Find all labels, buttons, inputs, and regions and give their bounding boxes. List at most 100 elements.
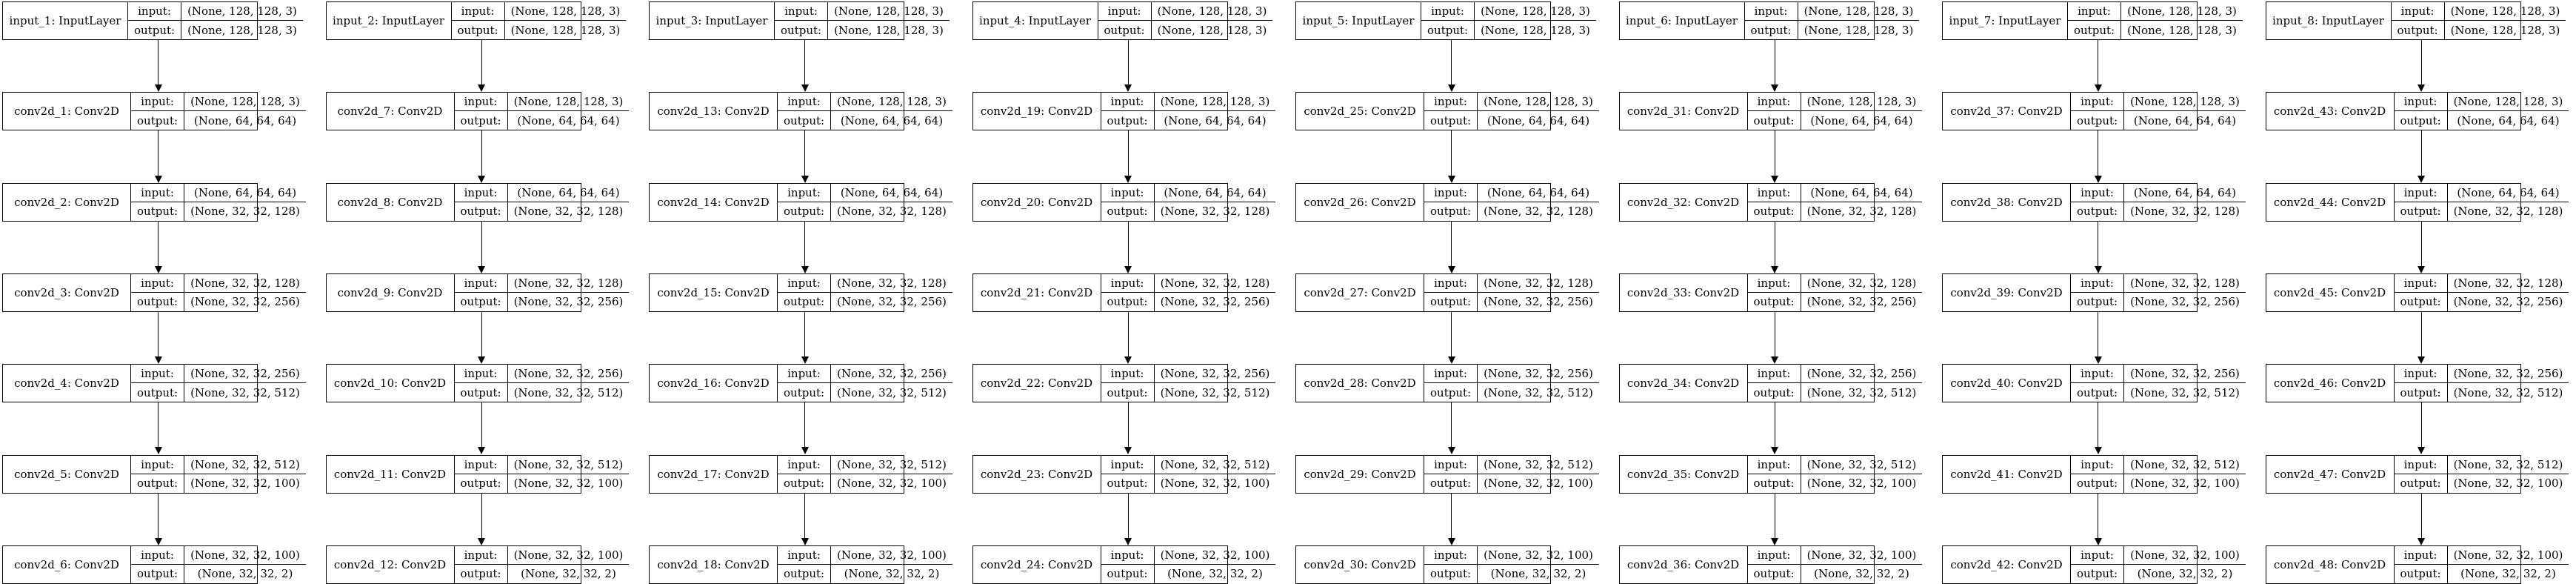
output-label: output:: [1430, 113, 1472, 127]
output-label: output:: [784, 567, 825, 581]
output-shape: (None, 32, 32, 100): [2453, 477, 2563, 490]
output-shape: (None, 32, 32, 128): [1484, 205, 1593, 219]
input-label: input:: [2068, 2, 2121, 21]
output-shape: (None, 32, 32, 512): [190, 385, 300, 399]
output-label: output:: [2077, 567, 2118, 581]
output-label: output:: [784, 113, 825, 127]
input-label: input:: [2394, 274, 2447, 293]
output-shape: (None, 64, 64, 64): [1164, 113, 1267, 127]
input-shape: (None, 32, 32, 128): [1801, 274, 1923, 293]
layer-name: conv2d_8: Conv2D: [327, 183, 455, 221]
output-shape: (None, 32, 32, 128): [1806, 205, 1917, 219]
layer-name: conv2d_2: Conv2D: [3, 183, 131, 221]
input-label: input:: [131, 546, 184, 565]
input-label: input:: [1424, 546, 1478, 565]
layer-name: conv2d_26: Conv2D: [1296, 183, 1424, 221]
layer-name: conv2d_18: Conv2D: [650, 545, 778, 583]
input-label: input:: [2071, 274, 2124, 293]
output-shape: (None, 32, 32, 256): [1484, 295, 1593, 309]
input-shape: (None, 32, 32, 100): [2447, 546, 2569, 565]
input-shape: (None, 64, 64, 64): [1478, 184, 1599, 202]
input-label: input:: [1747, 274, 1801, 293]
input-shape: (None, 64, 64, 64): [507, 184, 630, 202]
input-shape: (None, 32, 32, 256): [2124, 365, 2246, 384]
input-shape: (None, 32, 32, 512): [184, 456, 306, 474]
input-shape: (None, 128, 128, 3): [1798, 2, 1920, 21]
input-shape: (None, 128, 128, 3): [1478, 93, 1599, 112]
layer-name: conv2d_33: Conv2D: [1620, 273, 1748, 311]
input-shape: (None, 32, 32, 100): [2124, 546, 2246, 565]
layer-name: conv2d_6: Conv2D: [3, 545, 131, 583]
input-shape: (None, 64, 64, 64): [831, 184, 952, 202]
layer-name: input_3: InputLayer: [650, 2, 775, 39]
layer-name: conv2d_22: Conv2D: [973, 365, 1101, 402]
input-shape: (None, 128, 128, 3): [1151, 2, 1273, 21]
output-label: output:: [137, 113, 178, 127]
input-label: input:: [1101, 456, 1154, 474]
input-label: input:: [2394, 546, 2447, 565]
output-label: output:: [1753, 295, 1795, 309]
input-label: input:: [1101, 365, 1154, 384]
layer-name: conv2d_36: Conv2D: [1620, 545, 1748, 583]
output-shape: (None, 128, 128, 3): [1803, 23, 1914, 37]
input-label: input:: [1747, 456, 1801, 474]
layer-name: conv2d_39: Conv2D: [1943, 273, 2071, 311]
input-shape: (None, 32, 32, 512): [1154, 456, 1276, 474]
input-shape: (None, 128, 128, 3): [1154, 93, 1276, 112]
output-label: output:: [784, 477, 825, 490]
output-label: output:: [1753, 385, 1795, 399]
input-label: input:: [2071, 456, 2124, 474]
layer-name: conv2d_9: Conv2D: [327, 273, 455, 311]
layer-name: conv2d_28: Conv2D: [1296, 365, 1424, 402]
output-shape: (None, 32, 32, 512): [1806, 385, 1917, 399]
input-label: input:: [131, 274, 184, 293]
input-shape: (None, 32, 32, 100): [184, 546, 306, 565]
output-shape: (None, 32, 32, 512): [2130, 385, 2240, 399]
input-shape: (None, 128, 128, 3): [831, 93, 952, 112]
input-shape: (None, 32, 32, 100): [507, 546, 630, 565]
output-label: output:: [2400, 205, 2441, 219]
output-label: output:: [2077, 477, 2118, 490]
layer-name: conv2d_29: Conv2D: [1296, 455, 1424, 493]
input-label: input:: [2394, 184, 2447, 202]
output-shape: (None, 32, 32, 2): [2137, 567, 2233, 581]
input-shape: (None, 128, 128, 3): [2124, 93, 2246, 112]
input-label: input:: [1098, 2, 1151, 21]
output-shape: (None, 32, 32, 2): [521, 567, 616, 581]
output-label: output:: [460, 385, 501, 399]
output-label: output:: [1107, 567, 1148, 581]
input-shape: (None, 64, 64, 64): [184, 184, 306, 202]
input-label: input:: [454, 274, 507, 293]
output-shape: (None, 32, 32, 256): [513, 295, 624, 309]
output-label: output:: [784, 205, 825, 219]
layer-name: conv2d_4: Conv2D: [3, 365, 131, 402]
input-label: input:: [1101, 93, 1154, 112]
layer-name: conv2d_14: Conv2D: [650, 183, 778, 221]
input-shape: (None, 32, 32, 100): [1801, 546, 1923, 565]
output-label: output:: [460, 295, 501, 309]
output-shape: (None, 32, 32, 2): [1814, 567, 1909, 581]
output-label: output:: [784, 295, 825, 309]
